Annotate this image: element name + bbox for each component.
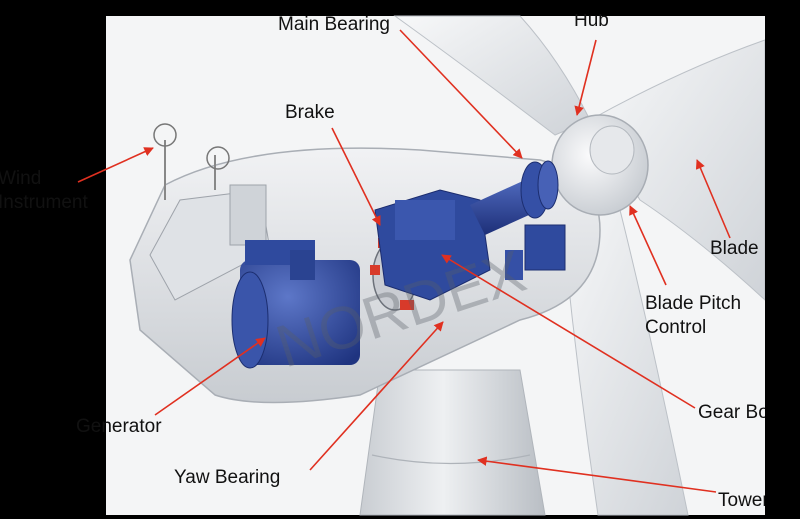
gearbox-machinery bbox=[374, 189, 491, 301]
label-generator: Generator bbox=[76, 416, 162, 437]
generator-machinery bbox=[231, 240, 360, 369]
arrow-main-bearing bbox=[399, 29, 523, 159]
arrow-gear-box bbox=[441, 254, 696, 409]
arrow-wind-instrument bbox=[77, 147, 154, 183]
frame-right-strip bbox=[765, 0, 800, 519]
label-brake: Brake bbox=[285, 102, 335, 123]
label-tower: Tower bbox=[718, 490, 769, 511]
turbine-drawing: NORDEX bbox=[129, 15, 766, 516]
label-blade-pitch-line1: Blade Pitch bbox=[645, 293, 742, 314]
arrow-tower bbox=[477, 456, 717, 493]
arrow-yaw-bearing bbox=[309, 321, 444, 471]
arrow-blade-pitch bbox=[629, 205, 667, 286]
arrow-generator bbox=[154, 337, 266, 416]
arrow-brake bbox=[331, 127, 381, 226]
label-wind-instrument: Wind Instrument bbox=[0, 167, 88, 215]
label-blade: Blade bbox=[710, 238, 759, 259]
label-blade-pitch-line2: Control bbox=[645, 317, 707, 338]
lower-blade-shape bbox=[559, 199, 689, 516]
label-wind-instrument-line2: Instrument bbox=[0, 192, 88, 213]
upper-blade-shape bbox=[393, 15, 591, 136]
label-gear-box: Gear Box bbox=[698, 402, 779, 423]
label-hub: Hub bbox=[574, 10, 609, 31]
label-main-bearing: Main Bearing bbox=[278, 14, 390, 35]
label-yaw-bearing: Yaw Bearing bbox=[174, 467, 281, 488]
main-shaft-machinery bbox=[470, 160, 559, 235]
label-blade-pitch-control: Blade Pitch Control bbox=[645, 292, 741, 340]
pitch-unit-machinery bbox=[505, 224, 566, 280]
arrow-blade bbox=[695, 159, 731, 239]
arrow-hub bbox=[574, 39, 597, 116]
tower-shape bbox=[359, 369, 546, 516]
wind-instrument-masts bbox=[153, 123, 230, 200]
label-wind-instrument-line1: Wind bbox=[0, 168, 42, 189]
